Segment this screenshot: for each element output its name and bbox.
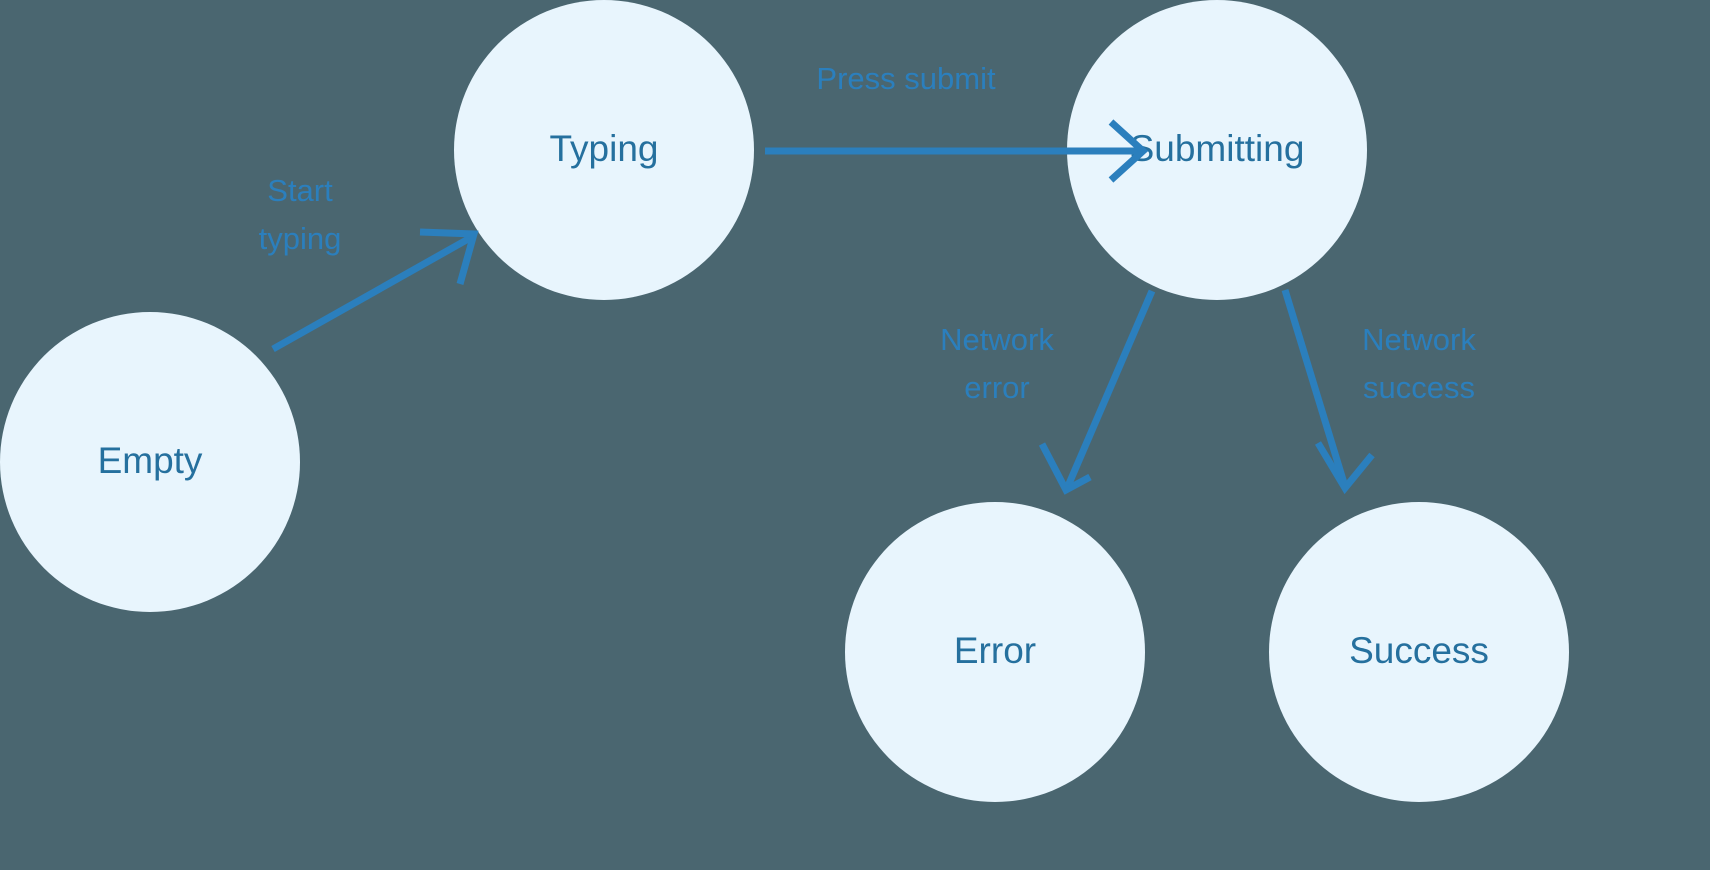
- edge-label-line-1: Network: [1362, 322, 1476, 357]
- edge-line-submitting-to-success: [1281, 288, 1348, 485]
- node-typing[interactable]: Typing: [454, 0, 754, 300]
- edge-label-line-2: typing: [259, 221, 342, 256]
- edge-label-line-2: success: [1363, 370, 1475, 405]
- edge-label-submitting-to-success: Network success: [1362, 322, 1476, 405]
- arrowhead-empty-to-typing: [419, 228, 479, 285]
- arrowhead-submitting-to-success: [1314, 441, 1375, 495]
- node-circle-success[interactable]: [1269, 502, 1569, 802]
- node-label-submitting: Submitting: [1130, 128, 1305, 169]
- edge-label-line-1: Start: [267, 173, 333, 208]
- edge-label-submitting-to-error: Network error: [940, 322, 1054, 405]
- node-label-error: Error: [954, 630, 1036, 671]
- edge-submitting-to-error[interactable]: [1038, 289, 1156, 495]
- node-circle-typing[interactable]: [454, 0, 754, 300]
- edge-label-empty-to-typing: Start typing: [259, 173, 342, 256]
- node-success[interactable]: Success: [1269, 502, 1569, 802]
- node-circle-empty[interactable]: [0, 312, 300, 612]
- node-error[interactable]: Error: [845, 502, 1145, 802]
- edge-typing-to-submitting[interactable]: [765, 119, 1149, 183]
- arrowhead-submitting-to-error: [1038, 442, 1092, 495]
- edge-label-line-1: Press submit: [816, 61, 996, 96]
- arrowhead-typing-to-submitting: [1108, 119, 1149, 183]
- edge-label-typing-to-submitting: Press submit: [816, 61, 996, 96]
- node-submitting[interactable]: Submitting: [1067, 0, 1367, 300]
- node-empty[interactable]: Empty: [0, 312, 300, 612]
- edge-empty-to-typing[interactable]: [271, 228, 479, 353]
- node-label-success: Success: [1349, 630, 1489, 671]
- node-label-empty: Empty: [98, 440, 203, 481]
- edge-line-submitting-to-error: [1064, 289, 1156, 488]
- node-circle-submitting[interactable]: [1067, 0, 1367, 300]
- edge-label-line-2: error: [964, 370, 1029, 405]
- edge-submitting-to-success[interactable]: [1281, 288, 1375, 495]
- edge-label-line-1: Network: [940, 322, 1054, 357]
- node-label-typing: Typing: [549, 128, 658, 169]
- node-circle-error[interactable]: [845, 502, 1145, 802]
- edge-line-empty-to-typing: [271, 234, 472, 353]
